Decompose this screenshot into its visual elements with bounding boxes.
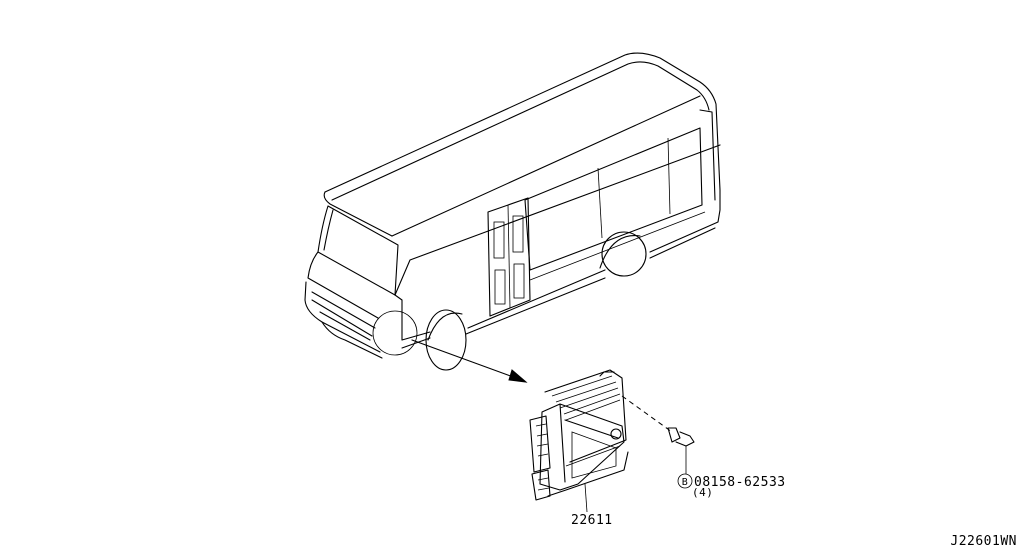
bolt-marker-letter: B [682,477,689,488]
bolt-marker-circle-icon [677,473,693,489]
bus-illustration [304,52,721,371]
location-arrow [411,339,528,383]
ecu-part-number-label: 22611 [571,513,613,528]
bolt-illustration [621,395,695,474]
bolt-part-number-label: 08158-62533 [694,475,786,490]
bolt-quantity-label: (4) [692,486,713,499]
bolt-callout: B 08158-62533 (4) [677,473,786,499]
diagram-code-label: J22601WN [950,534,1017,549]
ecu-module-illustration [529,369,629,513]
